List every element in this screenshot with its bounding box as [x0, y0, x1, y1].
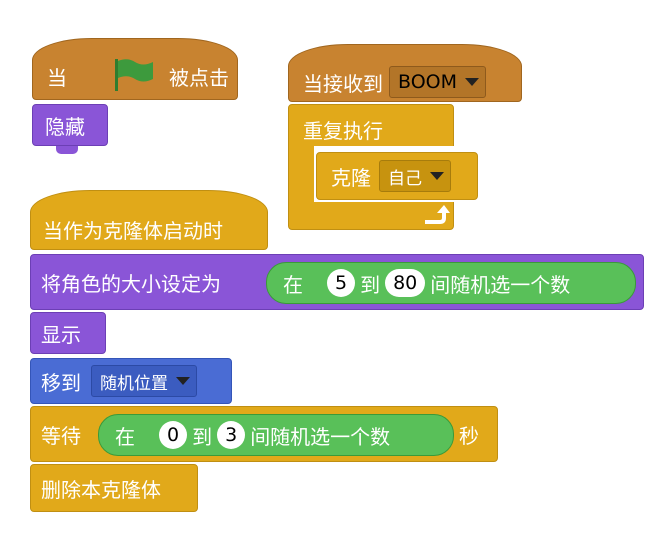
random-1-max-input[interactable]: 80 [385, 269, 426, 297]
clone-start-label: 当作为克隆体启动时 [43, 218, 223, 243]
random-2-to-label: 到 [192, 424, 213, 449]
hide-block[interactable]: 隐藏 [32, 104, 108, 146]
random-1-to-label: 到 [360, 272, 381, 297]
dropdown-caret-icon [430, 172, 444, 180]
when-flag-clicked-hat[interactable]: 当 被点击 [32, 38, 238, 100]
set-size-label: 将角色的大小设定为 [41, 271, 221, 296]
dropdown-caret-icon [465, 78, 480, 86]
random-2-reporter[interactable]: 在 0 到 3 间随机选一个数 [98, 414, 454, 456]
random-1-min-input[interactable]: 5 [327, 269, 356, 297]
message-dropdown[interactable]: BOOM [389, 66, 487, 98]
show-block[interactable]: 显示 [30, 312, 106, 354]
go-to-target-dropdown[interactable]: 随机位置 [91, 365, 197, 397]
wait-label: 等待 [41, 423, 81, 448]
wait-unit-label: 秒 [459, 423, 479, 448]
clone-target-dropdown[interactable]: 自己 [379, 160, 451, 192]
go-to-target-value: 随机位置 [100, 373, 168, 394]
hide-block-notch [56, 146, 78, 154]
hide-label: 隐藏 [45, 114, 85, 139]
random-2-min-input[interactable]: 0 [159, 421, 188, 449]
random-2-tail-label: 间随机选一个数 [250, 424, 391, 449]
forever-label: 重复执行 [303, 119, 383, 143]
random-2-max-input[interactable]: 3 [217, 421, 246, 449]
loop-arrow-icon [422, 204, 450, 226]
delete-clone-block[interactable]: 删除本克隆体 [30, 464, 198, 512]
clone-label: 克隆 [331, 165, 371, 190]
go-to-label: 移到 [41, 370, 81, 395]
show-label: 显示 [41, 322, 81, 347]
green-flag-icon [113, 57, 155, 96]
clone-block[interactable]: 克隆 自己 [316, 152, 478, 200]
message-value: BOOM [398, 71, 458, 93]
random-2-in-label: 在 [115, 424, 135, 449]
clone-target-value: 自己 [388, 168, 422, 189]
dropdown-caret-icon [176, 377, 190, 385]
when-receive-hat[interactable]: 当接收到 BOOM [288, 44, 522, 102]
receive-label: 当接收到 [303, 71, 383, 96]
hat-when-label: 当 [47, 65, 67, 90]
random-1-in-label: 在 [283, 272, 303, 297]
delete-clone-label: 删除本克隆体 [41, 477, 161, 502]
hat-clicked-label: 被点击 [169, 65, 229, 90]
random-1-tail-label: 间随机选一个数 [430, 272, 571, 297]
random-1-reporter[interactable]: 在 5 到 80 间随机选一个数 [266, 262, 636, 304]
when-start-as-clone-hat[interactable]: 当作为克隆体启动时 [30, 190, 268, 250]
go-to-block[interactable]: 移到 随机位置 [30, 358, 232, 404]
